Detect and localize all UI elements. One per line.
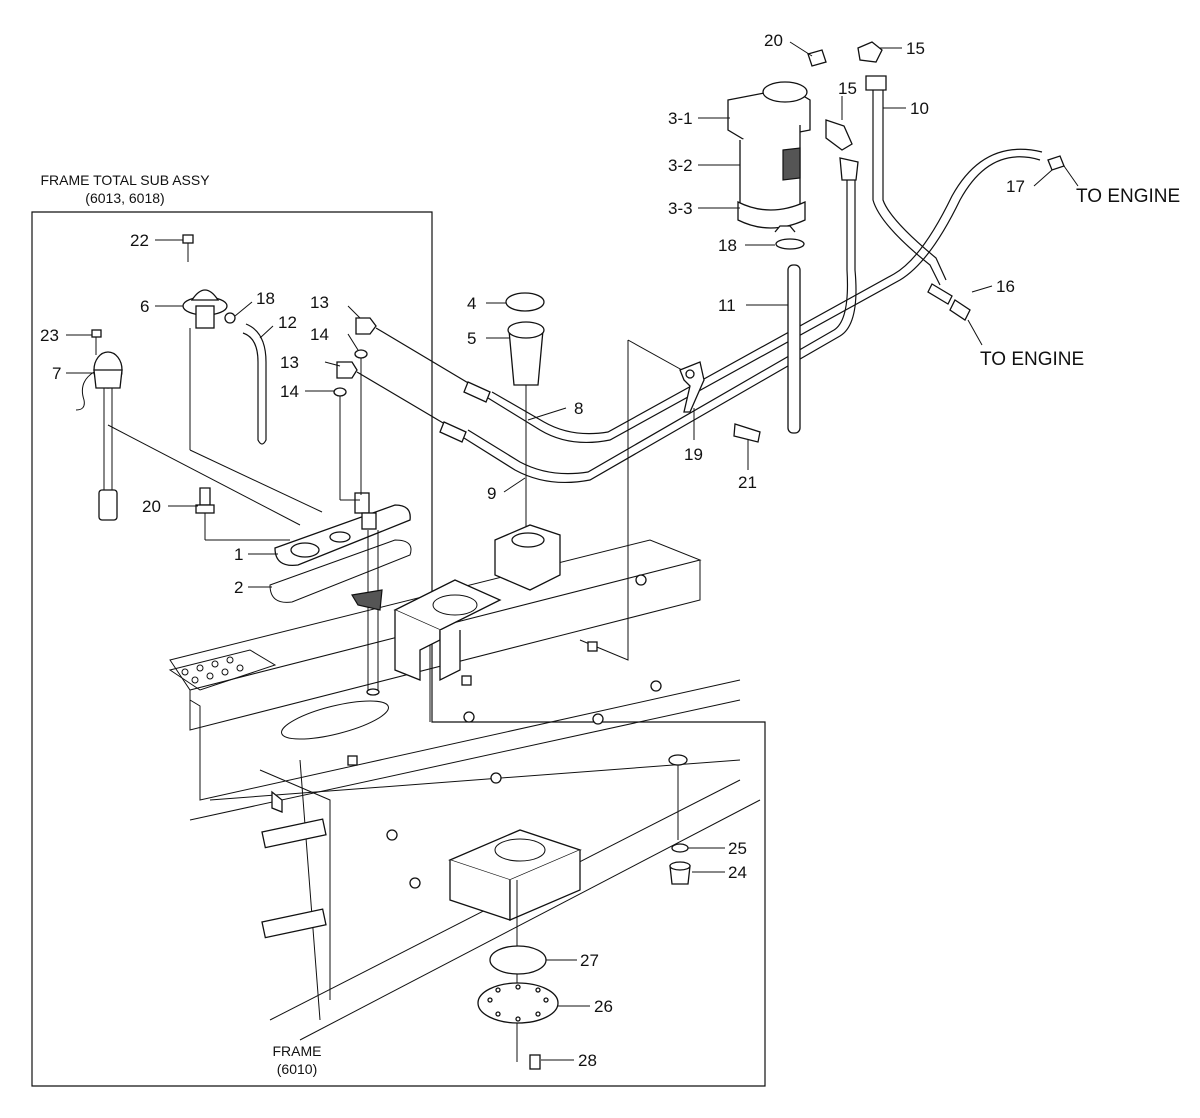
chassis-frame: [168, 339, 761, 1041]
callout-28: 28: [578, 1051, 597, 1070]
callout-13-upper: 13: [310, 293, 329, 312]
breather-group: [91, 234, 323, 513]
callout-18-left: 18: [256, 289, 275, 308]
callout-20-left: 20: [142, 497, 161, 516]
callout-12: 12: [278, 313, 297, 332]
callout-5: 5: [467, 329, 476, 348]
callout-27: 27: [580, 951, 599, 970]
leader-lines: [66, 41, 1053, 1061]
to-engine-lower: TO ENGINE: [980, 349, 1084, 370]
callout-17: 17: [1006, 177, 1025, 196]
callout-18-right: 18: [718, 236, 737, 255]
callout-4: 4: [467, 294, 476, 313]
callout-25: 25: [728, 839, 747, 858]
callout-6: 6: [140, 297, 149, 316]
drain-parts: [477, 754, 691, 1070]
callout-24: 24: [728, 863, 747, 882]
clamp-and-connectors: [679, 155, 1079, 443]
callout-15-top: 15: [906, 39, 925, 58]
callout-1: 1: [234, 545, 243, 564]
callout-23: 23: [40, 326, 59, 345]
tank-unit: [75, 351, 412, 696]
callout-9: 9: [487, 484, 496, 503]
callout-10: 10: [910, 99, 929, 118]
fuel-filter: [494, 41, 887, 591]
callout-3-1: 3-1: [668, 109, 693, 128]
to-engine-upper: TO ENGINE: [1076, 186, 1180, 207]
fuel-lines: [356, 88, 1043, 484]
frame-sub-assy-boundary: [31, 211, 766, 1087]
frame-total-codes: (6013, 6018): [85, 190, 164, 206]
fittings-13-14: [333, 317, 377, 501]
callout-3-3: 3-3: [668, 199, 693, 218]
frame-title: FRAME: [273, 1043, 322, 1059]
callout-14-upper: 14: [310, 325, 329, 344]
callout-8: 8: [574, 399, 583, 418]
callout-labels: 22 6 18 12 23 7 13 14 13 14 20 1 2 4 5 8…: [40, 31, 1025, 1070]
callout-20-top: 20: [764, 31, 783, 50]
callout-21: 21: [738, 473, 757, 492]
callout-14-lower: 14: [280, 382, 299, 401]
callout-2: 2: [234, 578, 243, 597]
callout-7: 7: [52, 364, 61, 383]
frame-total-title: FRAME TOTAL SUB ASSY: [40, 172, 210, 188]
callout-16: 16: [996, 277, 1015, 296]
callout-19: 19: [684, 445, 703, 464]
callout-22: 22: [130, 231, 149, 250]
callout-26: 26: [594, 997, 613, 1016]
frame-code: (6010): [277, 1061, 317, 1077]
callout-15-mid: 15: [838, 79, 857, 98]
callout-11: 11: [718, 296, 736, 315]
callout-3-2: 3-2: [668, 156, 693, 175]
callout-13-lower: 13: [280, 353, 299, 372]
